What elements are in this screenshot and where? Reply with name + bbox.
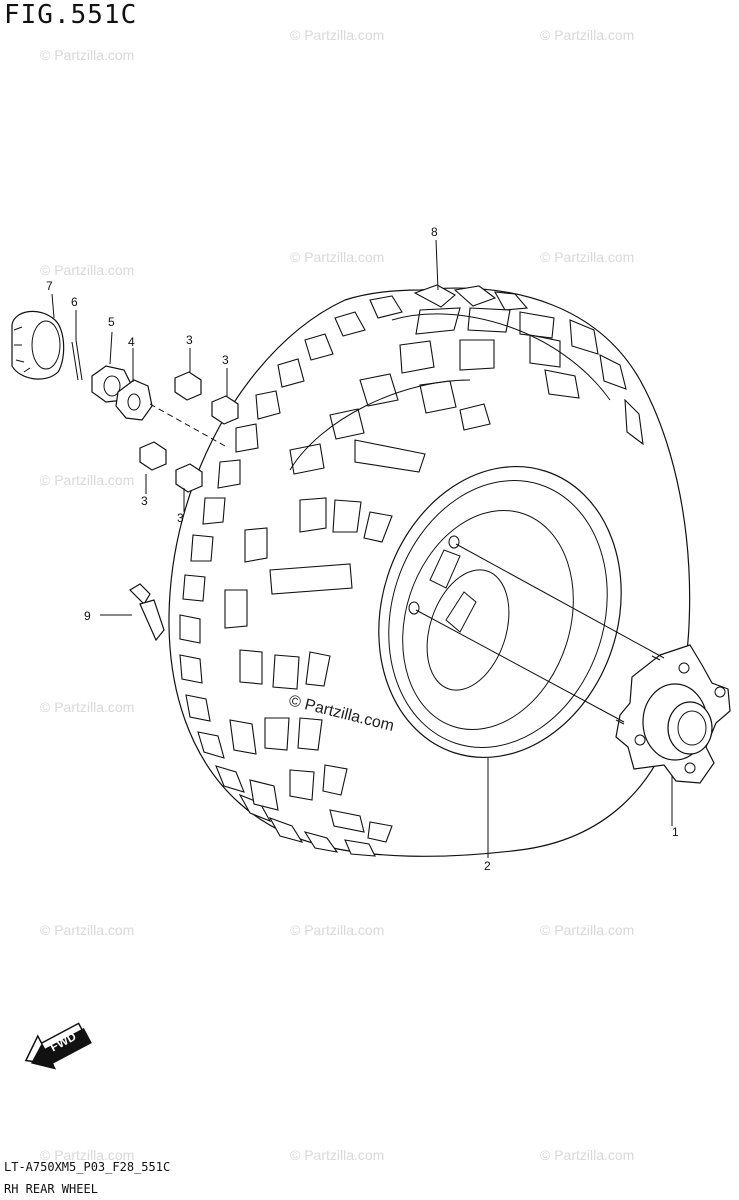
watermark-text: © Partzilla.com — [290, 249, 384, 265]
hub — [615, 644, 731, 784]
callout-9: 9 — [84, 609, 91, 623]
watermark-text: © Partzilla.com — [40, 1147, 134, 1163]
figure-name: RH REAR WHEEL — [4, 1182, 98, 1196]
watermark-text: © Partzilla.com — [290, 27, 384, 43]
callout-4: 4 — [128, 335, 135, 349]
callout-1: 1 — [672, 825, 679, 839]
tire-tread — [179, 284, 644, 857]
callout-2: 2 — [484, 859, 491, 873]
cotter-pin-6 — [71, 339, 83, 381]
watermark-text: © Partzilla.com — [540, 922, 634, 938]
watermark-text: © Partzilla.com — [40, 47, 134, 63]
nut-3 — [139, 371, 239, 493]
watermark-text: © Partzilla.com — [540, 1147, 634, 1163]
watermark-text: © Partzilla.com — [40, 922, 134, 938]
watermark-text: © Partzilla.com — [540, 27, 634, 43]
watermark-text: © Partzilla.com — [40, 262, 134, 278]
callout-6: 6 — [71, 295, 78, 309]
watermark-text: © Partzilla.com — [290, 922, 384, 938]
watermark-layer: © Partzilla.com © Partzilla.com © Partzi… — [40, 27, 634, 1163]
rim — [378, 465, 622, 759]
watermark-text: © Partzilla.com — [40, 472, 134, 488]
valve-9 — [129, 583, 165, 642]
callout-3: 3 — [177, 511, 184, 525]
figure-title: FIG.551C — [4, 0, 138, 30]
leader-lines — [51, 239, 673, 858]
fwd-arrow: FWD — [24, 1022, 92, 1070]
callout-8: 8 — [431, 225, 438, 239]
watermark-text: © Partzilla.com — [540, 249, 634, 265]
callout-3: 3 — [141, 494, 148, 508]
washer-4 — [115, 379, 153, 421]
callout-3: 3 — [186, 333, 193, 347]
watermark-text: © Partzilla.com — [40, 699, 134, 715]
callout-7: 7 — [46, 279, 53, 293]
hub-cap-7 — [11, 310, 65, 380]
callout-3: 3 — [222, 353, 229, 367]
figure-code: LT-A750XM5_P03_F28_551C — [4, 1160, 171, 1174]
callout-labels: 1 2 3 3 3 3 4 5 6 7 8 9 — [46, 225, 679, 873]
callout-5: 5 — [108, 315, 115, 329]
watermark-text: © Partzilla.com — [290, 1147, 384, 1163]
